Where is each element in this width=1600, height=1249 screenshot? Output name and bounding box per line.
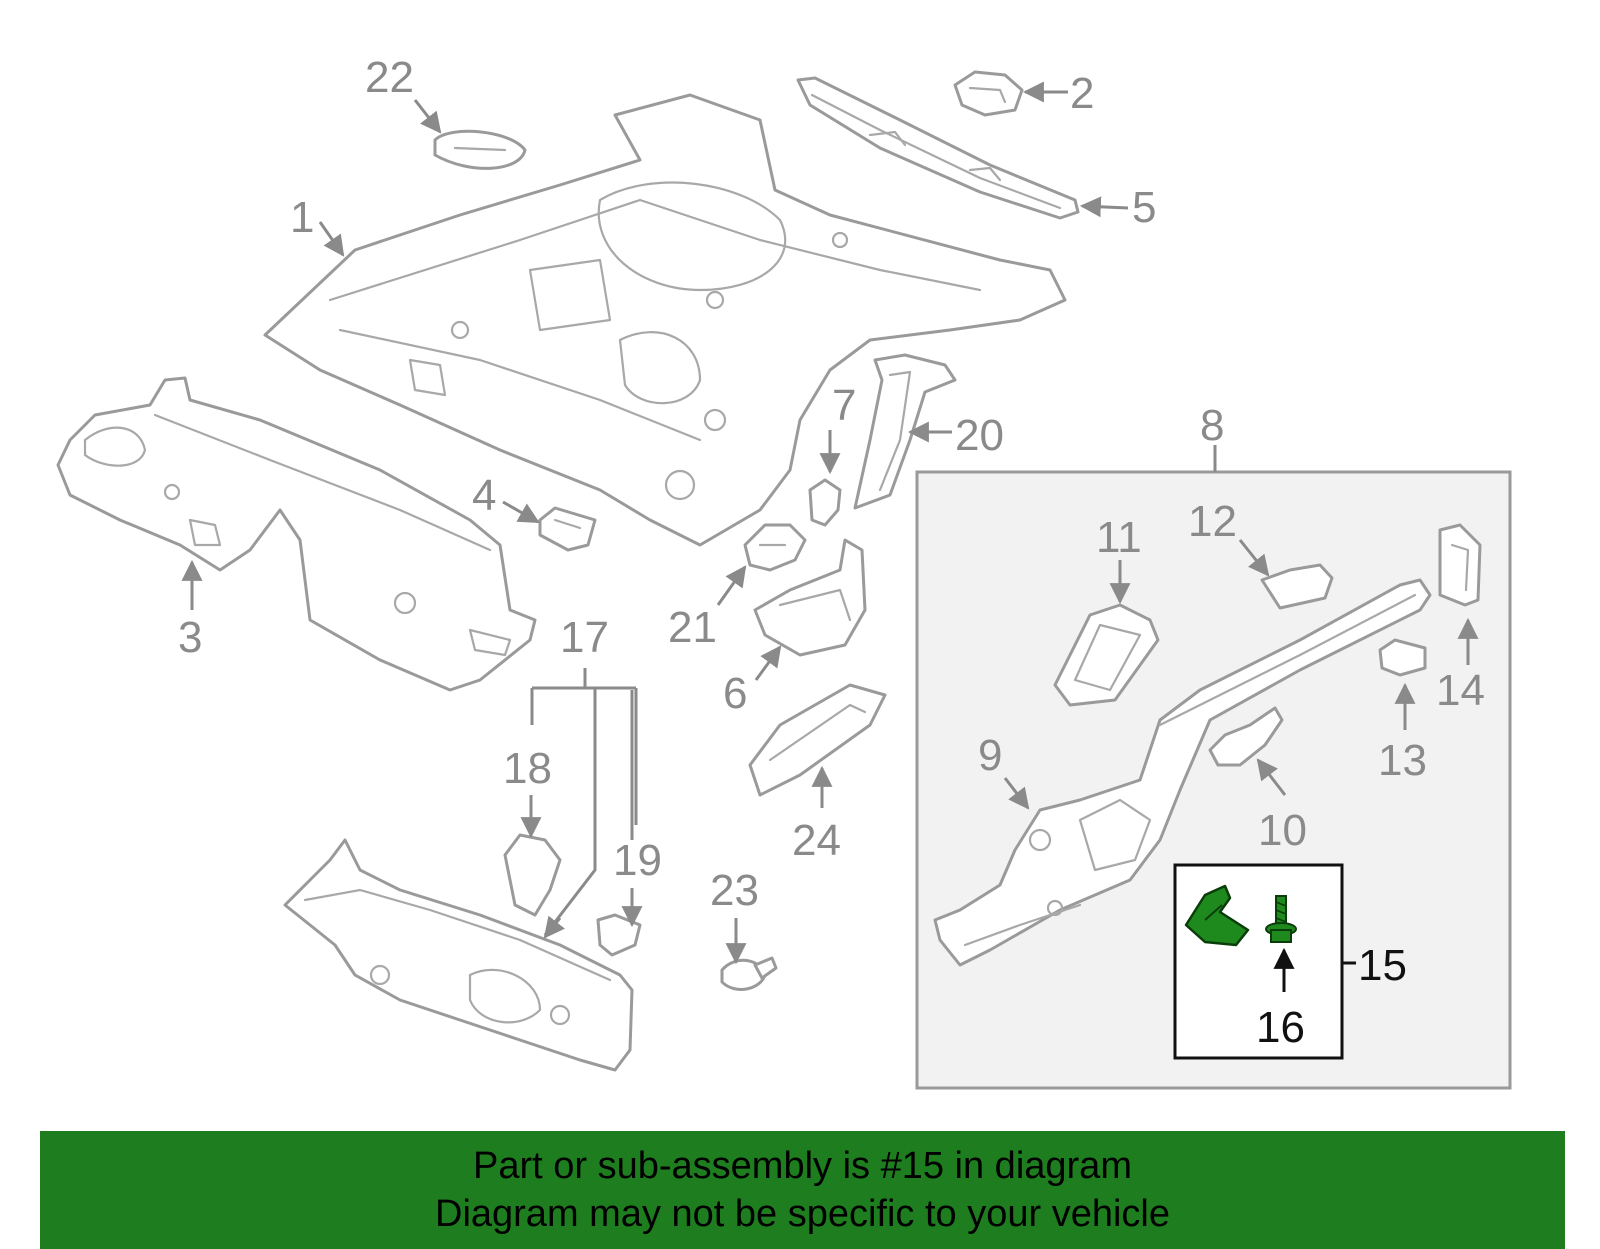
callout-18: 18: [503, 744, 552, 793]
part-10-bracket[interactable]: [1208, 706, 1284, 767]
callout-13: 13: [1378, 736, 1427, 785]
callout-24: 24: [792, 816, 841, 865]
callout-1: 1: [290, 193, 314, 242]
part-3-rear-panel[interactable]: [56, 376, 537, 692]
part-7-bracket[interactable]: [808, 478, 842, 527]
callout-labels: 1 2 3 4 5 6 7 8 9 10 11 12 13 14 15 16 1…: [178, 53, 1485, 1052]
callout-9: 9: [978, 731, 1002, 780]
callout-21: 21: [668, 603, 717, 652]
part-2-bracket[interactable]: [953, 70, 1024, 117]
callout-22: 22: [365, 53, 414, 102]
callout-16: 16: [1256, 1003, 1305, 1052]
part-16-highlight-bolt[interactable]: [1265, 895, 1297, 943]
part-23-clip[interactable]: [720, 956, 778, 991]
part-21-bracket[interactable]: [743, 523, 807, 572]
part-24-gusset[interactable]: [748, 683, 887, 797]
part-15-highlight-bracket[interactable]: [1184, 884, 1250, 947]
parts-diagram: 1 2 3 4 5 6 7 8 9 10 11 12 13 14 15 16 1…: [56, 53, 1512, 1090]
callout-4: 4: [472, 471, 496, 520]
banner-line-2: Diagram may not be specific to your vehi…: [435, 1193, 1170, 1235]
part-19-bracket[interactable]: [596, 913, 642, 957]
part-12-bracket[interactable]: [1260, 563, 1334, 610]
part-17-cross-member[interactable]: [283, 838, 634, 1072]
callout-7: 7: [832, 381, 856, 430]
part-6-extension[interactable]: [753, 538, 867, 657]
callout-23: 23: [710, 866, 759, 915]
callout-17: 17: [560, 613, 609, 662]
callout-2: 2: [1070, 69, 1094, 118]
part-14-plate[interactable]: [1438, 523, 1482, 607]
part-22-plug[interactable]: [433, 129, 527, 170]
callout-6: 6: [723, 669, 747, 718]
part-13-bracket[interactable]: [1378, 638, 1427, 677]
part-5-cross-member[interactable]: [796, 76, 1080, 220]
part-18-bracket[interactable]: [503, 833, 562, 917]
callout-12: 12: [1188, 497, 1237, 546]
banner-line-1: Part or sub-assembly is #15 in diagram: [473, 1145, 1132, 1187]
callout-19: 19: [613, 836, 662, 885]
callout-20: 20: [955, 411, 1004, 460]
callout-11: 11: [1096, 513, 1142, 562]
callout-15: 15: [1358, 941, 1407, 990]
callout-8: 8: [1200, 401, 1224, 450]
part-4-bracket[interactable]: [538, 506, 597, 552]
callout-5: 5: [1132, 183, 1156, 232]
callout-3: 3: [178, 613, 202, 662]
part-9-side-rail[interactable]: [933, 578, 1432, 967]
leader-lines: [181, 81, 1479, 1058]
part-1-rear-floor-pan[interactable]: [263, 93, 1067, 547]
part-11-cover[interactable]: [1053, 603, 1160, 707]
callout-10: 10: [1258, 806, 1307, 855]
info-banner: Part or sub-assembly is #15 in diagram D…: [40, 1131, 1565, 1249]
callout-14: 14: [1436, 666, 1485, 715]
